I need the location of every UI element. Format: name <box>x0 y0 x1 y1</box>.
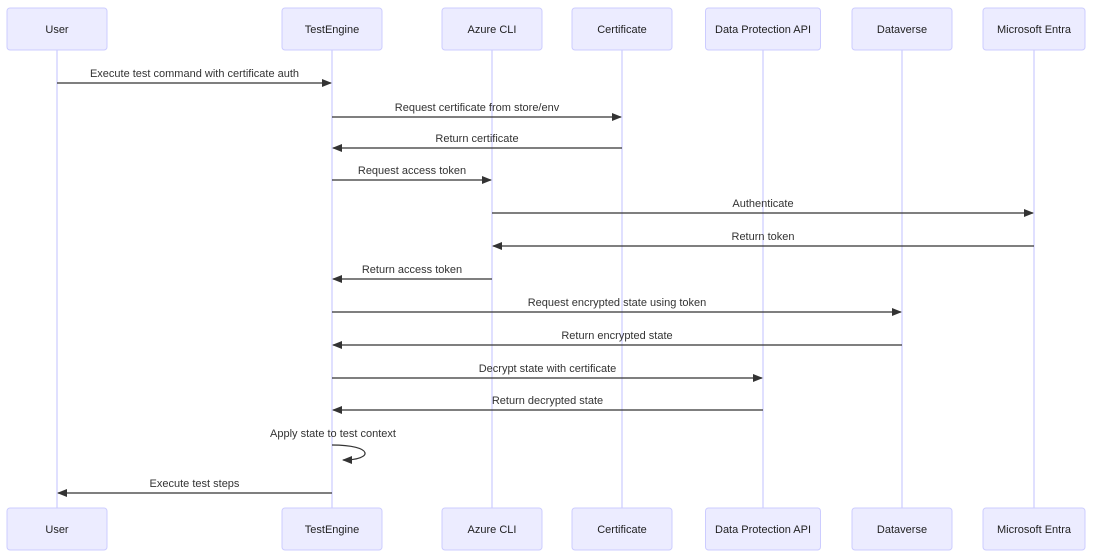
message-label-13: Execute test steps <box>150 478 240 490</box>
actor-entra-bottom[interactable]: Microsoft Entra <box>982 507 1086 551</box>
actor-box-user[interactable] <box>6 507 108 551</box>
message-4: Request access token <box>332 165 492 184</box>
actor-cert-bottom[interactable]: Certificate <box>571 507 673 551</box>
message-label-4: Request access token <box>358 165 466 177</box>
lifelines-group <box>56 50 1035 508</box>
message-label-11: Return decrypted state <box>492 395 603 407</box>
actor-label-entra: Microsoft Entra <box>997 524 1072 536</box>
actor-label-entra: Microsoft Entra <box>997 24 1072 36</box>
actor-box-dverse[interactable] <box>851 507 953 551</box>
message-label-2: Request certificate from store/env <box>395 102 560 114</box>
message-label-6: Return token <box>732 231 795 243</box>
actor-dverse-top[interactable]: Dataverse <box>851 7 953 51</box>
actor-box-cert[interactable] <box>571 7 673 51</box>
message-label-7: Return access token <box>362 264 462 276</box>
message-7: Return access token <box>332 264 492 283</box>
actor-cert-top[interactable]: Certificate <box>571 7 673 51</box>
message-12: Apply state to test context <box>270 428 396 464</box>
message-self-loop-12 <box>331 444 366 464</box>
message-13: Execute test steps <box>57 478 332 497</box>
actor-entra-top[interactable]: Microsoft Entra <box>982 7 1086 51</box>
actor-label-azcli: Azure CLI <box>468 24 517 36</box>
actor-label-azcli: Azure CLI <box>468 524 517 536</box>
actor-box-engine[interactable] <box>281 7 383 51</box>
actors-top-group: User TestEngine Azure CLI Certificate Data P… <box>6 7 1086 51</box>
actor-dpapi-top[interactable]: Data Protection API <box>705 7 821 51</box>
actor-label-dverse: Dataverse <box>877 24 927 36</box>
actor-label-cert: Certificate <box>597 524 647 536</box>
message-label-3: Return certificate <box>435 133 518 145</box>
actor-box-azcli[interactable] <box>441 507 543 551</box>
actor-box-cert[interactable] <box>571 507 673 551</box>
message-2: Request certificate from store/env <box>332 102 622 121</box>
message-5: Authenticate <box>492 198 1034 217</box>
actor-label-dpapi: Data Protection API <box>715 24 811 36</box>
message-8: Request encrypted state using token <box>332 297 902 316</box>
actor-box-entra[interactable] <box>982 7 1086 51</box>
actor-box-user[interactable] <box>6 7 108 51</box>
actor-box-dpapi[interactable] <box>705 507 821 551</box>
actor-azcli-bottom[interactable]: Azure CLI <box>441 507 543 551</box>
actor-user-bottom[interactable]: User <box>6 507 108 551</box>
actor-engine-top[interactable]: TestEngine <box>281 7 383 51</box>
message-label-8: Request encrypted state using token <box>528 297 707 309</box>
actor-label-cert: Certificate <box>597 24 647 36</box>
message-3: Return certificate <box>332 133 622 152</box>
message-label-9: Return encrypted state <box>561 330 672 342</box>
message-label-12: Apply state to test context <box>270 428 396 440</box>
message-label-10: Decrypt state with certificate <box>479 363 617 375</box>
actor-engine-bottom[interactable]: TestEngine <box>281 507 383 551</box>
actor-label-engine: TestEngine <box>305 24 359 36</box>
actor-label-engine: TestEngine <box>305 524 359 536</box>
actor-label-user: User <box>45 524 69 536</box>
actor-label-dverse: Dataverse <box>877 524 927 536</box>
actor-box-dpapi[interactable] <box>705 7 821 51</box>
actor-azcli-top[interactable]: Azure CLI <box>441 7 543 51</box>
message-10: Decrypt state with certificate <box>332 363 763 382</box>
actor-box-engine[interactable] <box>281 507 383 551</box>
actor-box-azcli[interactable] <box>441 7 543 51</box>
actor-label-user: User <box>45 24 69 36</box>
actor-dpapi-bottom[interactable]: Data Protection API <box>705 507 821 551</box>
actor-dverse-bottom[interactable]: Dataverse <box>851 507 953 551</box>
actor-label-dpapi: Data Protection API <box>715 524 811 536</box>
actor-box-entra[interactable] <box>982 507 1086 551</box>
actor-user-top[interactable]: User <box>6 7 108 51</box>
actors-bottom-group: User TestEngine Azure CLI Certificate Data P… <box>6 507 1086 551</box>
message-9: Return encrypted state <box>332 330 902 349</box>
actor-box-dverse[interactable] <box>851 7 953 51</box>
message-1: Execute test command with certificate au… <box>57 68 332 87</box>
message-label-1: Execute test command with certificate au… <box>90 68 299 80</box>
message-label-5: Authenticate <box>732 198 793 210</box>
messages-group: Execute test command with certificate au… <box>57 68 1034 497</box>
message-6: Return token <box>492 231 1034 250</box>
message-11: Return decrypted state <box>332 395 763 414</box>
